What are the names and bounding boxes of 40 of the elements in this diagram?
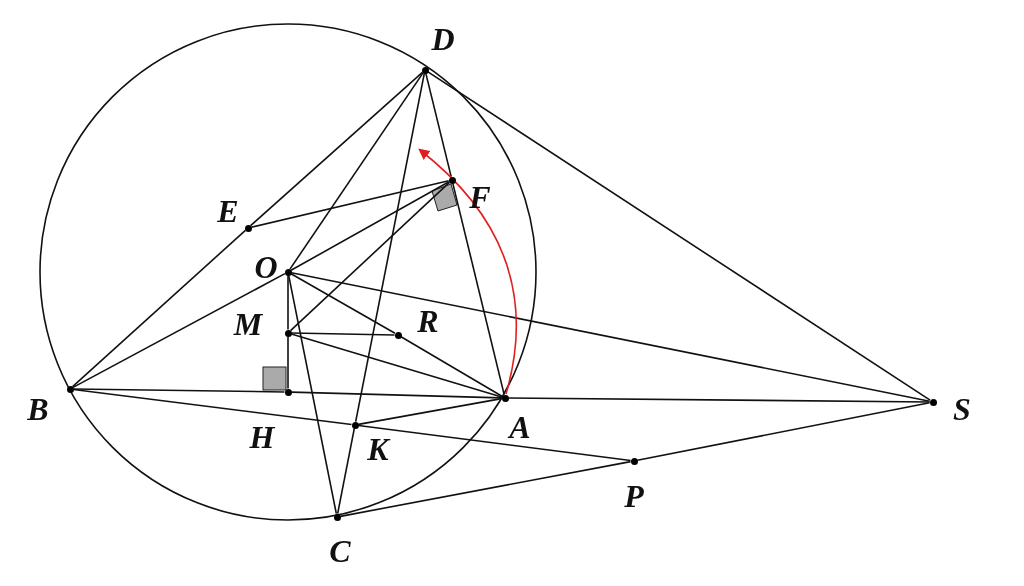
point-label: E: [216, 193, 240, 231]
line-segment: [354, 72, 426, 423]
point-label: H: [248, 419, 276, 457]
point-label: D: [430, 21, 456, 59]
line-segment: [72, 388, 286, 393]
point-label: B: [26, 391, 50, 429]
point-label: P: [623, 478, 645, 516]
line-segment: [71, 229, 247, 388]
line-segment: [249, 71, 424, 227]
line-segment: [425, 72, 452, 178]
line-segment: [400, 335, 503, 398]
point-label: R: [416, 303, 440, 341]
line-segment: [507, 397, 931, 403]
line-segment: [287, 274, 289, 331]
line-segment: [287, 274, 338, 515]
line-segment: [290, 333, 503, 398]
line-segment: [289, 72, 424, 270]
line-segment: [289, 181, 451, 332]
line-segment: [290, 391, 503, 399]
line-segment: [290, 332, 396, 336]
line-segment: [287, 335, 289, 390]
line-segment: [290, 272, 396, 335]
point-label: O: [253, 249, 279, 287]
point-label: C: [328, 533, 352, 571]
point-label: F: [468, 179, 492, 217]
line-segment: [250, 180, 450, 228]
point-label: A: [506, 409, 532, 447]
line-segment: [357, 424, 632, 462]
line-segment: [336, 427, 356, 515]
line-segment: [72, 272, 286, 389]
line-segment: [72, 388, 353, 426]
line-segment: [427, 71, 931, 401]
line-segment: [290, 180, 450, 272]
point-label: M: [232, 306, 264, 344]
line-segment: [357, 397, 503, 426]
line-segment: [452, 182, 505, 396]
point-label: K: [366, 431, 392, 469]
point-label: S: [952, 391, 972, 429]
line-segment: [636, 401, 931, 462]
line-segment: [339, 460, 632, 518]
